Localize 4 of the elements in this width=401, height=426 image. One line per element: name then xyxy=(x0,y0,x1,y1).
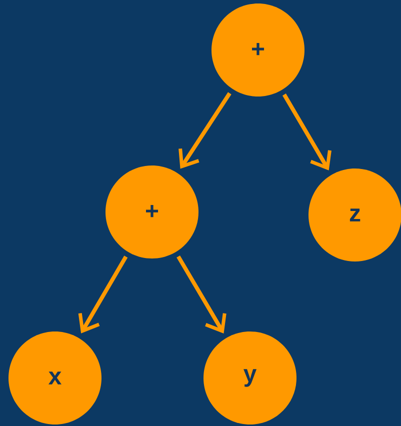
arrow xyxy=(78,256,128,334)
arrow xyxy=(176,256,226,334)
arrow xyxy=(282,94,332,170)
arrow xyxy=(178,92,232,169)
